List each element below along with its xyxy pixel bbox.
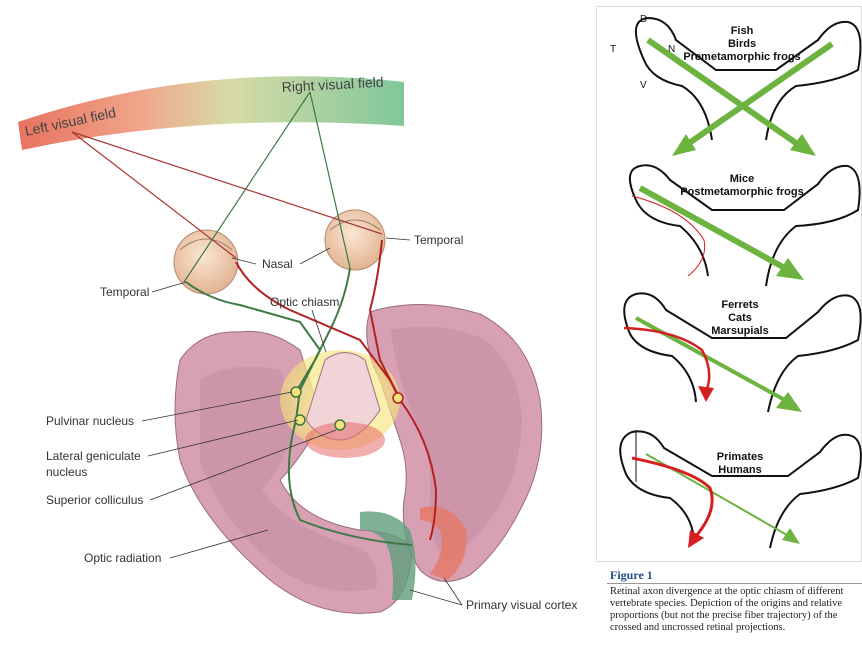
panel-1-line1: Fish xyxy=(731,25,754,37)
optic-radiation-label: Optic radiation xyxy=(84,551,161,565)
lgn-label-line2: nucleus xyxy=(46,465,87,479)
panel-1: D T N V Fish Birds Premetamorphic frogs xyxy=(610,14,860,156)
optic-chiasm-label: Optic chiasm xyxy=(270,295,339,309)
panel-3-line3: Marsupials xyxy=(711,325,768,337)
sc-dot xyxy=(335,420,345,430)
temporal-left-label: Temporal xyxy=(100,285,149,299)
panel-3: Ferrets Cats Marsupials xyxy=(624,293,861,412)
species-chiasm-diagram: D T N V Fish Birds Premetamorphic frogs … xyxy=(596,0,862,562)
pulvinar-dot xyxy=(291,387,301,397)
panel-2-line2: Postmetamorphic frogs xyxy=(680,186,803,198)
left-eye xyxy=(174,230,238,294)
visual-pathway-diagram: Left visual field Right visual field xyxy=(0,0,590,630)
panel-3-line2: Cats xyxy=(728,312,752,324)
pulvinar-label: Pulvinar nucleus xyxy=(46,414,134,428)
panel-2: Mice Postmetamorphic frogs xyxy=(630,165,860,286)
panel-1-line3: Premetamorphic frogs xyxy=(683,51,800,63)
temporal-right-label: Temporal xyxy=(414,233,463,247)
axis-nasal: N xyxy=(668,44,675,55)
panel-2-line1: Mice xyxy=(730,173,754,185)
panel-3-line1: Ferrets xyxy=(721,299,758,311)
red-nucleus-dot xyxy=(393,393,403,403)
primary-visual-cortex-label: Primary visual cortex xyxy=(466,598,577,612)
axis-ventral: V xyxy=(640,80,647,91)
superior-colliculus-label: Superior colliculus xyxy=(46,493,143,507)
axis-dorsal: D xyxy=(640,14,647,25)
panel-4: Primates Humans xyxy=(620,430,861,548)
panel-4-line1: Primates xyxy=(717,451,763,463)
figure-caption: Retinal axon divergence at the optic chi… xyxy=(610,586,862,634)
figure-title: Figure 1 xyxy=(610,568,653,583)
panel-1-line2: Birds xyxy=(728,38,756,50)
panel-4-line2: Humans xyxy=(718,464,761,476)
nasal-label: Nasal xyxy=(262,257,293,271)
right-eye xyxy=(325,210,385,270)
caption-divider xyxy=(607,583,862,584)
axis-temporal: T xyxy=(610,44,616,55)
lgn-label-line1: Lateral geniculate xyxy=(46,449,141,463)
